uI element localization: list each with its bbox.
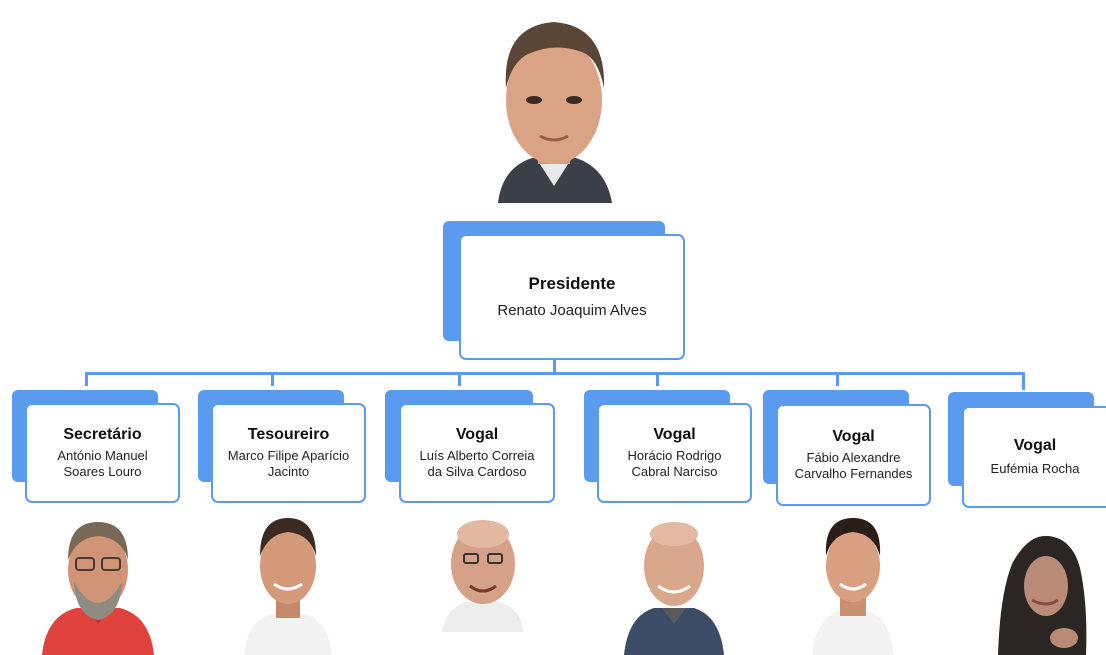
member-name: Marco Filipe Aparício Jacinto bbox=[227, 447, 350, 479]
member-node-tesoureiro: Tesoureiro Marco Filipe Aparício Jacinto bbox=[198, 390, 366, 503]
member-box: Vogal Eufémia Rocha bbox=[962, 406, 1106, 508]
connector-drop bbox=[836, 372, 839, 386]
member-name: Fábio Alexandre Carvalho Fernandes bbox=[794, 449, 913, 481]
member-node-vogal-3: Vogal Fábio Alexandre Carvalho Fernandes bbox=[763, 390, 931, 506]
member-role: Vogal bbox=[832, 427, 875, 445]
connector-drop bbox=[656, 372, 659, 386]
president-name: Renato Joaquim Alves bbox=[497, 301, 647, 319]
member-photo-vogal-3 bbox=[812, 518, 894, 655]
member-name: Eufémia Rocha bbox=[990, 460, 1080, 476]
member-node-vogal-2: Vogal Horácio Rodrigo Cabral Narciso bbox=[584, 390, 752, 503]
member-box: Vogal Horácio Rodrigo Cabral Narciso bbox=[597, 403, 752, 503]
member-photo-vogal-2 bbox=[624, 522, 724, 655]
member-node-vogal-4: Vogal Eufémia Rocha bbox=[948, 392, 1106, 508]
member-name: António Manuel Soares Louro bbox=[57, 447, 148, 479]
member-name: Horácio Rodrigo Cabral Narciso bbox=[627, 447, 722, 479]
member-photo-tesoureiro bbox=[244, 518, 332, 655]
member-role: Vogal bbox=[653, 425, 696, 443]
connector-horizontal bbox=[85, 372, 1025, 375]
member-box: Vogal Fábio Alexandre Carvalho Fernandes bbox=[776, 404, 931, 506]
member-role: Vogal bbox=[1013, 436, 1057, 454]
member-box: Vogal Luís Alberto Correia da Silva Card… bbox=[399, 403, 555, 503]
connector-drop bbox=[458, 372, 461, 386]
member-node-secretario: Secretário António Manuel Soares Louro bbox=[12, 390, 180, 503]
president-photo bbox=[498, 22, 612, 203]
member-node-vogal-1: Vogal Luís Alberto Correia da Silva Card… bbox=[385, 390, 555, 503]
member-photo-secretario bbox=[42, 522, 154, 655]
member-photo-vogal-1 bbox=[442, 520, 524, 632]
member-box: Tesoureiro Marco Filipe Aparício Jacinto bbox=[211, 403, 366, 503]
connector-drop bbox=[271, 372, 274, 386]
president-role: Presidente bbox=[528, 273, 616, 293]
president-box: Presidente Renato Joaquim Alves bbox=[459, 234, 685, 360]
member-photo-vogal-4 bbox=[998, 535, 1087, 655]
connector-drop bbox=[1022, 372, 1025, 390]
member-name: Luís Alberto Correia da Silva Cardoso bbox=[419, 447, 535, 479]
member-box: Secretário António Manuel Soares Louro bbox=[25, 403, 180, 503]
member-role: Secretário bbox=[63, 425, 142, 443]
connector-trunk bbox=[553, 357, 556, 375]
member-role: Tesoureiro bbox=[247, 425, 330, 443]
president-node: Presidente Renato Joaquim Alves bbox=[443, 221, 686, 361]
connector-drop bbox=[85, 372, 88, 386]
member-role: Vogal bbox=[455, 425, 499, 443]
